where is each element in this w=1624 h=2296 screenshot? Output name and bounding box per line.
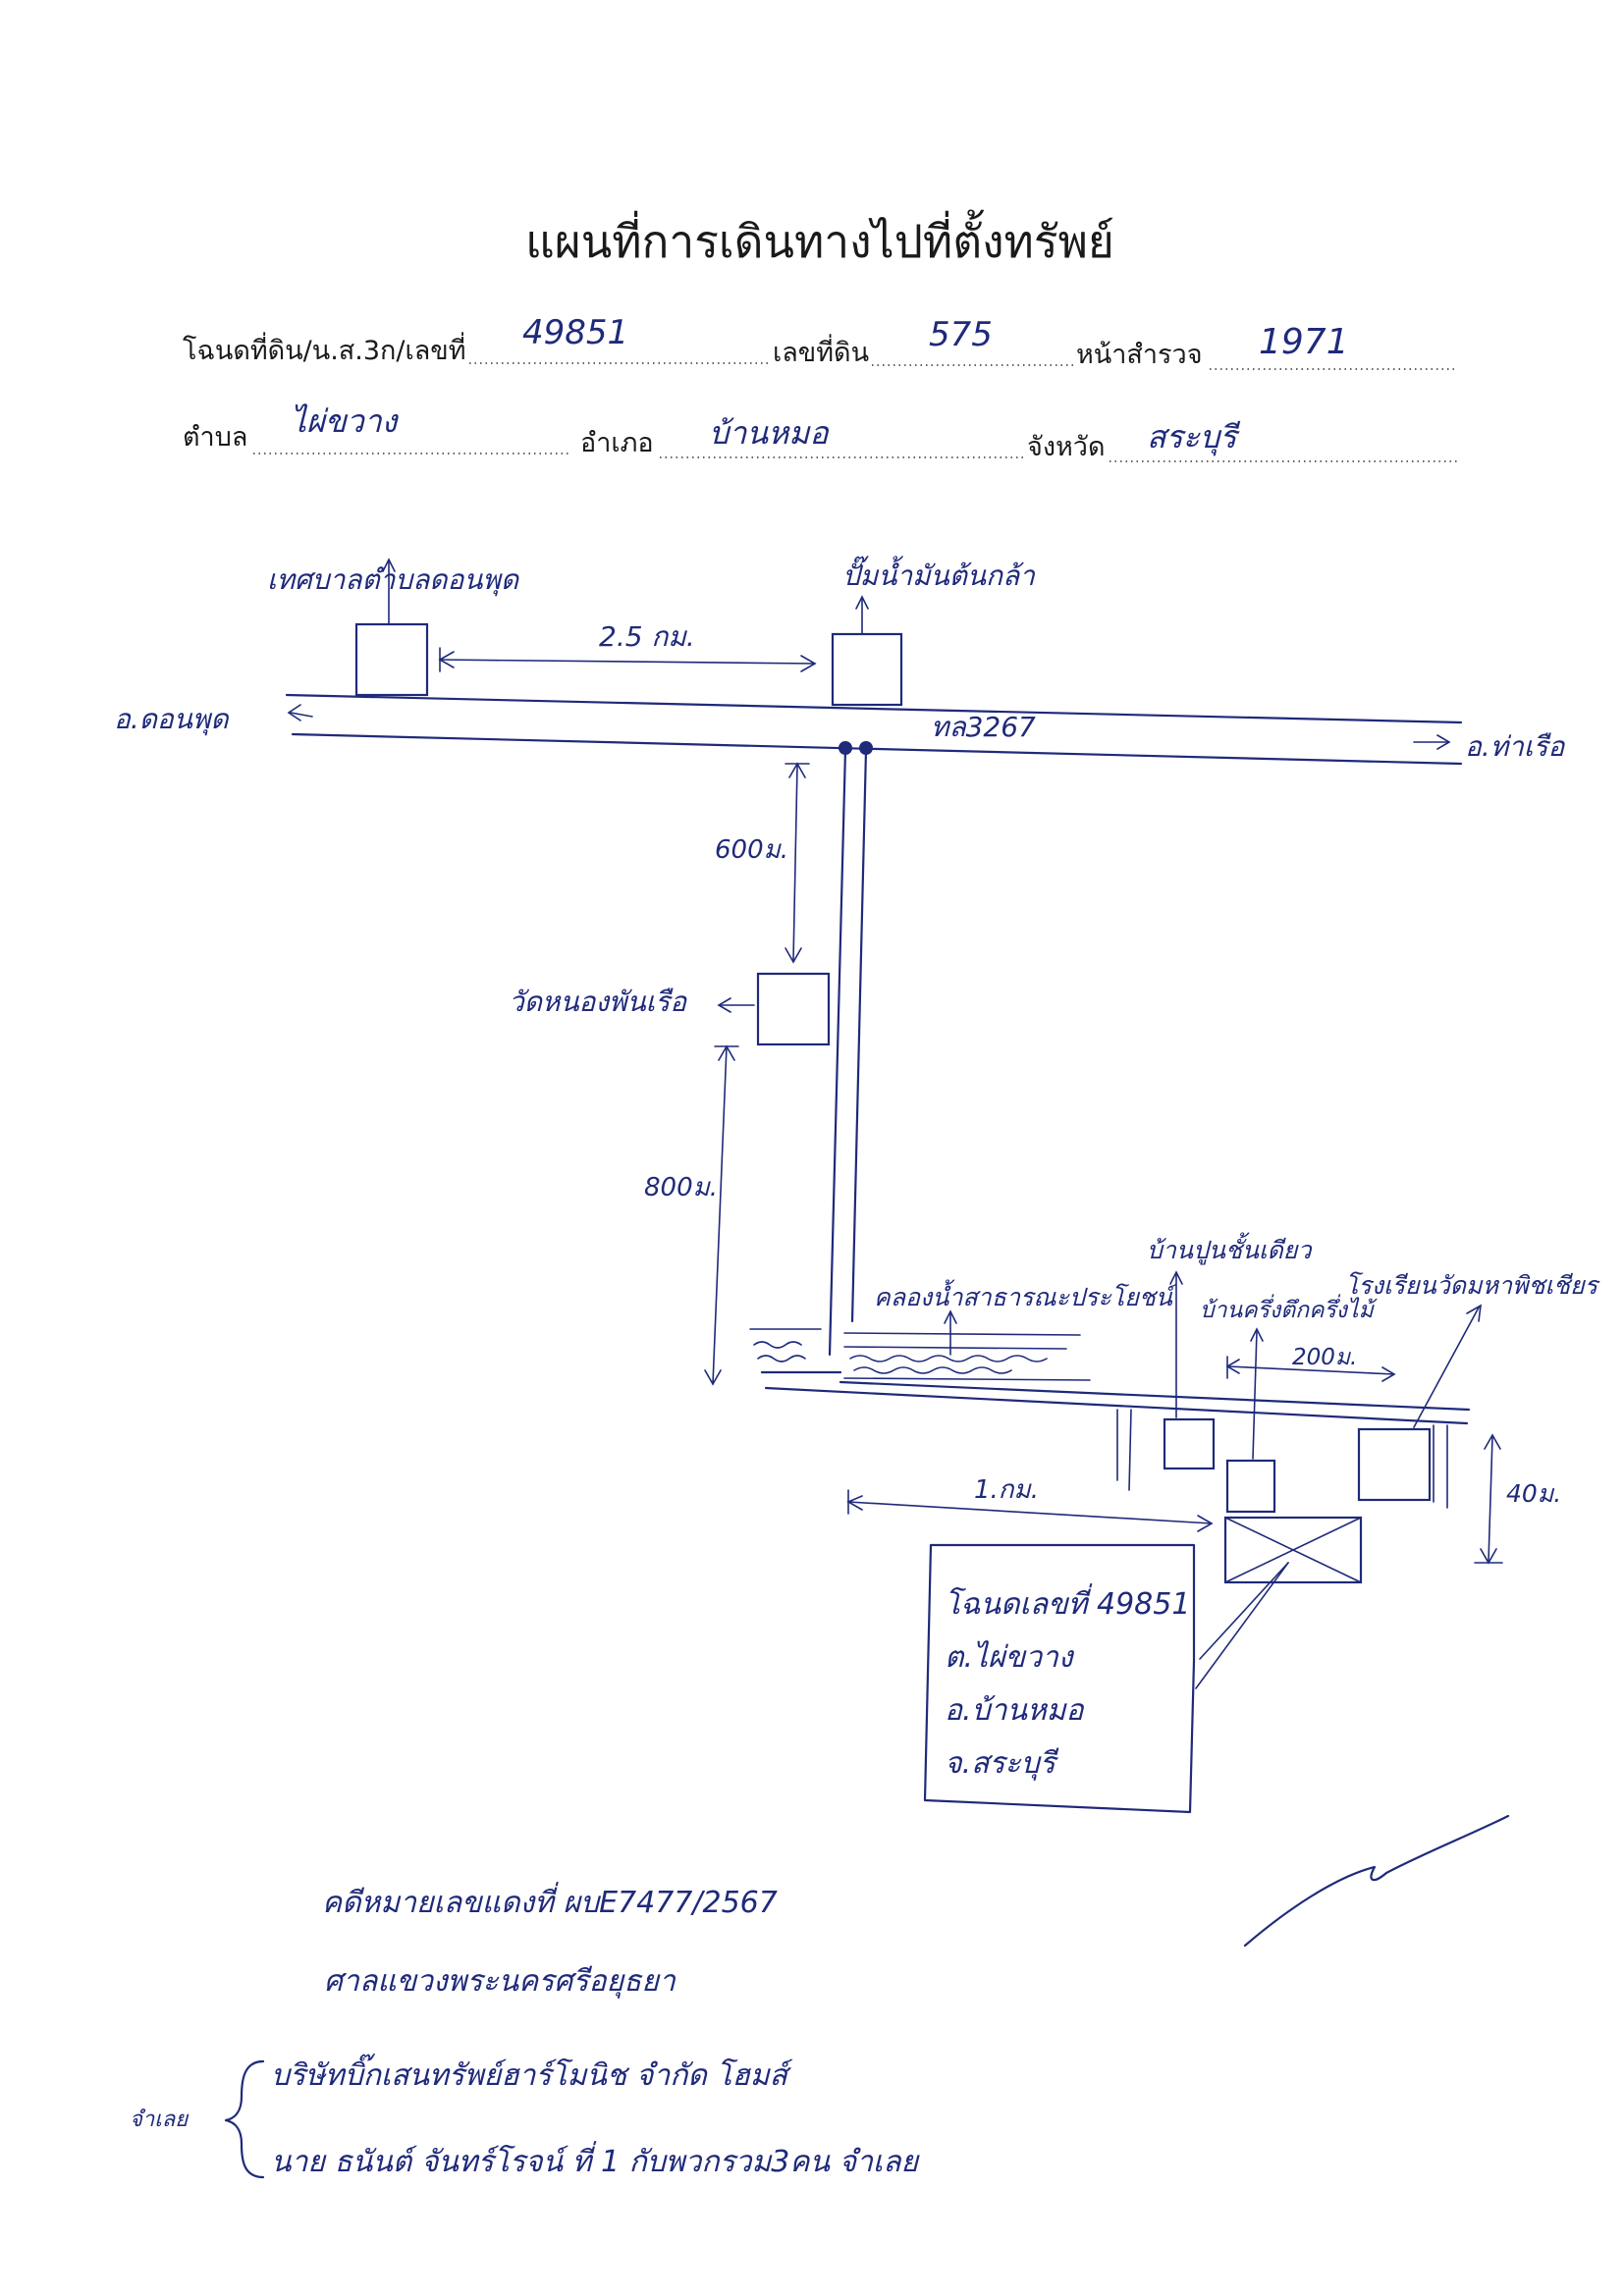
- deed-label: โฉนดที่ดิน/น.ส.3ก/เลขที่: [183, 332, 466, 366]
- dim-2-5km-right-arrowhead: [800, 655, 817, 672]
- land-no-label: เลขที่ดิน: [773, 334, 869, 368]
- gas-station-label: ปั๊มน้ำมันต้นกล้า: [842, 556, 1036, 592]
- defendant-2: นาย ธนันต์ จันทร์โรจน์ ที่ 1 กับพวกรวม3ค…: [271, 2141, 921, 2179]
- land-no-value: 575: [929, 315, 993, 354]
- municipal-office-arrowhead: [382, 558, 396, 572]
- school-arrow: [1413, 1307, 1480, 1428]
- page-title: แผนที่การเดินทางไปที่ตั้งทรัพย์: [525, 209, 1114, 268]
- survey-page-value: 1971: [1259, 322, 1349, 362]
- dim-800m-bottom-arrowhead: [704, 1369, 722, 1386]
- target-parcel-box: [1223, 1516, 1363, 1584]
- temple-label: วัดหนองพันเรือ: [509, 986, 687, 1018]
- canal-top-right: [843, 1332, 1081, 1336]
- left-destination-label: อ.ดอนพุด: [114, 703, 230, 736]
- dim-2-5km-label: 2.5 กม.: [599, 620, 695, 653]
- canal-mid: [843, 1346, 1067, 1350]
- house-2-box: [1225, 1459, 1276, 1514]
- lane-1-right: [1128, 1409, 1132, 1491]
- dim-2-5km-line: [439, 659, 816, 665]
- defendants-brace: [224, 2059, 265, 2179]
- subdistrict-label: ตำบล: [183, 422, 247, 453]
- canal-arrowhead: [944, 1309, 957, 1324]
- parcel-leader-2: [1195, 1562, 1289, 1689]
- temple-arrowhead: [717, 997, 731, 1013]
- dim-2-5km-left-arrowhead: [438, 651, 455, 668]
- canal-water-hatch: [753, 1341, 1048, 1374]
- side-road-right-edge: [850, 748, 868, 1323]
- house-1-label: บ้านปูนชั้นเดียว: [1147, 1232, 1313, 1265]
- parcel-line-2: ต.ไผ่ขวาง: [945, 1640, 1075, 1675]
- gas-station-box: [831, 632, 903, 707]
- dim-1km-line: [847, 1501, 1213, 1524]
- parcel-line-3: อ.บ้านหมอ: [945, 1693, 1086, 1728]
- dim-800m-line: [712, 1045, 728, 1385]
- right-destination-label: อ.ท่าเรือ: [1465, 730, 1566, 763]
- dim-600m-bottom-arrowhead: [785, 947, 802, 964]
- district-label: อำเภอ: [580, 428, 654, 458]
- highway-line-bottom: [291, 732, 1463, 766]
- house-2-arrowhead: [1250, 1327, 1264, 1342]
- left-destination-arrowhead: [287, 704, 301, 721]
- lower-road-top-right: [839, 1380, 1471, 1412]
- survey-page-label: หน้าสำรวจ: [1076, 340, 1203, 370]
- dim-40m-label: 40ม.: [1506, 1479, 1561, 1508]
- side-road-left-edge: [828, 748, 847, 1357]
- dim-200m-right-arrowhead: [1381, 1366, 1396, 1382]
- dim-200m-line: [1226, 1365, 1395, 1375]
- deed-number: 49851: [522, 313, 628, 352]
- lower-road-bottom: [764, 1386, 1469, 1425]
- school-arrowhead: [1466, 1304, 1482, 1322]
- left-destination-arrow: [290, 712, 313, 718]
- school-box: [1357, 1427, 1432, 1502]
- temple-box: [756, 972, 831, 1046]
- parcel-line-4: จ.สระบุรี: [945, 1746, 1059, 1781]
- dim-1km-left-arrowhead: [846, 1495, 863, 1511]
- dim-600m-label: 600ม.: [715, 835, 788, 865]
- parcel-line-1: โฉนดเลขที่ 49851: [945, 1583, 1190, 1622]
- junction-dot-right: [859, 741, 873, 755]
- municipal-office-box: [354, 622, 429, 697]
- subdistrict-value: ไผ่ขวาง: [291, 402, 400, 440]
- dim-1km-label: 1.กม.: [974, 1475, 1039, 1505]
- gas-station-arrowhead: [855, 595, 869, 610]
- province-label: จังหวัด: [1027, 432, 1106, 462]
- signature-drawing: [1243, 1814, 1510, 1948]
- parcel-leader-1: [1199, 1562, 1289, 1660]
- canal-bottom: [843, 1377, 1091, 1381]
- defendant-1: บริษัทบิ๊กเสนทรัพย์ฮาร์โมนิช จำกัด โฮมส์: [271, 2054, 793, 2093]
- parcel-callout-box: [923, 1543, 1196, 1814]
- dim-200m-left-arrowhead: [1225, 1359, 1240, 1374]
- house-1-arrowhead: [1169, 1270, 1183, 1285]
- highway-line-top: [285, 693, 1463, 724]
- house-2-label: บ้านครึ่งตึกครึ่งไม้: [1200, 1294, 1378, 1323]
- case-number: คดีหมายเลขแดงที่ ผบE7477/2567: [322, 1882, 778, 1920]
- highway-label: ทล3267: [931, 711, 1036, 743]
- province-value: สระบุรี: [1147, 418, 1240, 456]
- dim-200m-label: 200ม.: [1292, 1345, 1357, 1370]
- junction-dot-left: [839, 741, 852, 755]
- dim-40m-top-arrowhead: [1484, 1433, 1501, 1450]
- house-1-box: [1163, 1417, 1216, 1470]
- dim-40m-line: [1488, 1436, 1493, 1562]
- dim-600m-line: [792, 765, 798, 961]
- canal-label: คลองน้ำสาธารณะประโยชน์: [874, 1279, 1177, 1311]
- target-parcel-cross-2: [1224, 1517, 1362, 1583]
- right-destination-arrowhead: [1436, 734, 1451, 750]
- dim-1km-right-arrowhead: [1197, 1515, 1214, 1532]
- defendants-label: จำเลย: [130, 2108, 189, 2132]
- court-name: ศาลแขวงพระนครศรีอยุธยา: [324, 1964, 677, 1999]
- dim-800m-label: 800ม.: [644, 1173, 718, 1202]
- district-value: บ้านหมอ: [709, 414, 830, 452]
- school-label: โรงเรียนวัดมหาพิชเชียร: [1345, 1271, 1600, 1300]
- house-2-arrow: [1252, 1330, 1258, 1460]
- dim-800m-top-arrowhead: [718, 1044, 735, 1061]
